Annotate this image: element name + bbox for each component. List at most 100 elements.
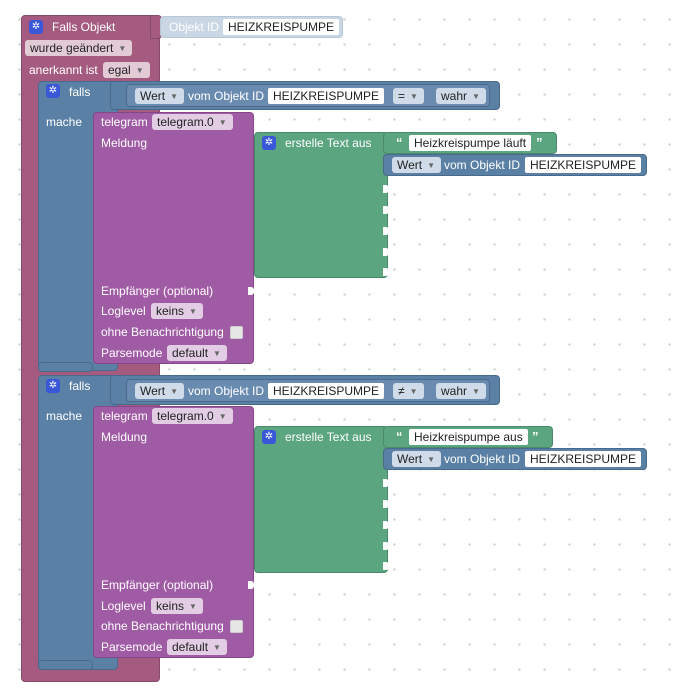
dropdown-arrow-icon: ▼	[189, 602, 197, 611]
quote-close-icon: ”	[536, 135, 543, 150]
parsemode-dropdown-1[interactable]: default ▼	[167, 345, 227, 361]
trigger-option: wurde geändert	[30, 41, 114, 55]
empfaenger-input-2[interactable]	[248, 581, 254, 589]
falls-block-2-bottom	[38, 660, 93, 670]
dropdown-arrow-icon: ▼	[427, 455, 436, 464]
ohne-label-2: ohne Benachrichtigung	[101, 619, 224, 633]
quote-open-icon: “	[396, 429, 403, 444]
parsemode-dropdown-2[interactable]: default ▼	[167, 639, 227, 655]
parsemode-option-1: default	[172, 346, 209, 360]
loglevel-option-2: keins	[156, 599, 185, 613]
objekt-field-2[interactable]: HEIZKREISPUMPE	[268, 383, 385, 399]
text-input-slot-1d[interactable]	[383, 248, 389, 256]
loglevel-dropdown-2[interactable]: keins ▼	[151, 598, 203, 614]
text-objekt-field-2[interactable]: HEIZKREISPUMPE	[525, 451, 642, 467]
anerkannt-dropdown[interactable]: egal▼	[103, 62, 150, 78]
operator-dropdown-2[interactable]: ≠▼	[393, 383, 424, 399]
text-wert-option-1: Wert	[397, 158, 423, 172]
trigger-dropdown[interactable]: wurde geändert ▼	[25, 40, 133, 56]
dropdown-arrow-icon: ▼	[472, 387, 480, 396]
falls-objekt-title: Falls Objekt	[52, 20, 116, 34]
dropdown-arrow-icon: ▼	[170, 92, 179, 101]
dropdown-arrow-icon: ▼	[409, 387, 418, 396]
telegram-label-1: telegram	[101, 115, 148, 129]
vom-objekt-label-2: vom Objekt ID	[188, 384, 265, 398]
text-input-slot-1e[interactable]	[383, 268, 389, 276]
wert-dropdown-2[interactable]: Wert ▼	[135, 383, 185, 399]
ohne-checkbox-1[interactable]	[230, 326, 243, 339]
wert-dropdown-1[interactable]: Wert ▼	[135, 88, 185, 104]
text-input-slot-2c[interactable]	[383, 521, 389, 529]
loglevel-label-1: Loglevel	[101, 304, 146, 318]
text-objekt-field-1[interactable]: HEIZKREISPUMPE	[525, 157, 642, 173]
dropdown-arrow-icon: ▼	[218, 412, 227, 421]
text-input-slot-1b[interactable]	[383, 206, 389, 214]
text-input-slot-1a[interactable]	[383, 185, 389, 193]
text-join-label-1: erstelle Text aus	[285, 136, 372, 150]
gear-icon[interactable]: ✲	[262, 136, 276, 150]
string-field-1[interactable]: Heizkreispumpe läuft	[409, 135, 532, 151]
value-dropdown-1[interactable]: wahr ▼	[436, 88, 486, 104]
anerkannt-option: egal	[108, 63, 131, 77]
vom-objekt-label-1: vom Objekt ID	[188, 89, 265, 103]
parsemode-label-1: Parsemode	[101, 346, 163, 360]
text-wert-dropdown-2[interactable]: Wert ▼	[392, 451, 442, 467]
dropdown-arrow-icon: ▼	[189, 307, 197, 316]
text-input-slot-1c[interactable]	[383, 227, 389, 235]
telegram-instance-dropdown-1[interactable]: telegram.0▼	[152, 114, 233, 130]
text-input-slot-2a[interactable]	[383, 479, 389, 487]
loglevel-label-2: Loglevel	[101, 599, 146, 613]
ohne-checkbox-2[interactable]	[230, 620, 243, 633]
text-input-slot-2e[interactable]	[383, 562, 389, 570]
string-field-2[interactable]: Heizkreispumpe aus	[409, 429, 528, 445]
ohne-label-1: ohne Benachrichtigung	[101, 325, 224, 339]
operator-2: ≠	[398, 384, 405, 398]
dropdown-arrow-icon: ▼	[118, 44, 127, 53]
anerkannt-label: anerkannt ist	[29, 63, 98, 77]
telegram-instance-dropdown-2[interactable]: telegram.0 ▼	[152, 408, 233, 424]
text-input-slot-2b[interactable]	[383, 500, 389, 508]
text-join-label-2: erstelle Text aus	[285, 430, 372, 444]
text-join-block-2[interactable]	[254, 426, 388, 573]
objekt-id-field[interactable]: HEIZKREISPUMPE	[223, 19, 340, 35]
telegram-block-2[interactable]	[93, 406, 254, 658]
dropdown-arrow-icon: ▼	[213, 643, 221, 652]
quote-close-icon: ”	[532, 429, 539, 444]
text-wert-option-2: Wert	[397, 452, 423, 466]
dropdown-arrow-icon: ▼	[410, 92, 418, 101]
text-vom-objekt-label-2: vom Objekt ID	[444, 452, 521, 466]
gear-icon[interactable]: ✲	[46, 84, 60, 98]
wert-option-2: Wert	[140, 384, 166, 398]
text-wert-dropdown-1[interactable]: Wert ▼	[392, 157, 442, 173]
telegram-instance-2: telegram.0	[157, 409, 214, 423]
dropdown-arrow-icon: ▼	[218, 118, 227, 127]
empfaenger-label-2: Empfänger (optional)	[101, 578, 214, 592]
value-dropdown-2[interactable]: wahr▼	[436, 383, 486, 399]
operator-dropdown-1[interactable]: =▼	[393, 88, 424, 104]
value-option-1: wahr	[441, 89, 468, 103]
quote-open-icon: “	[396, 135, 403, 150]
telegram-block-1[interactable]	[93, 112, 254, 364]
falls-label-2: falls	[69, 379, 91, 393]
text-input-slot-2d[interactable]	[383, 542, 389, 550]
objekt-field-1[interactable]: HEIZKREISPUMPE	[268, 88, 385, 104]
text-vom-objekt-label-1: vom Objekt ID	[444, 158, 521, 172]
meldung-label-2: Meldung	[101, 430, 148, 444]
gear-icon[interactable]: ✲	[46, 379, 60, 393]
parsemode-option-2: default	[172, 640, 209, 654]
wert-option-1: Wert	[140, 89, 166, 103]
falls-block-1-bottom	[38, 362, 93, 372]
empfaenger-label-1: Empfänger (optional)	[101, 284, 214, 298]
gear-icon[interactable]: ✲	[262, 430, 276, 444]
mache-label-2: mache	[46, 409, 83, 423]
dropdown-arrow-icon: ▼	[472, 92, 480, 101]
text-join-block-1[interactable]	[254, 132, 388, 278]
dropdown-arrow-icon: ▼	[427, 161, 436, 170]
falls-label-1: falls	[69, 85, 91, 99]
loglevel-dropdown-1[interactable]: keins▼	[151, 303, 203, 319]
gear-icon[interactable]: ✲	[29, 20, 43, 34]
operator-1: =	[398, 89, 406, 103]
dropdown-arrow-icon: ▼	[213, 349, 221, 358]
empfaenger-input-1[interactable]	[248, 287, 254, 295]
dropdown-arrow-icon: ▼	[170, 387, 179, 396]
